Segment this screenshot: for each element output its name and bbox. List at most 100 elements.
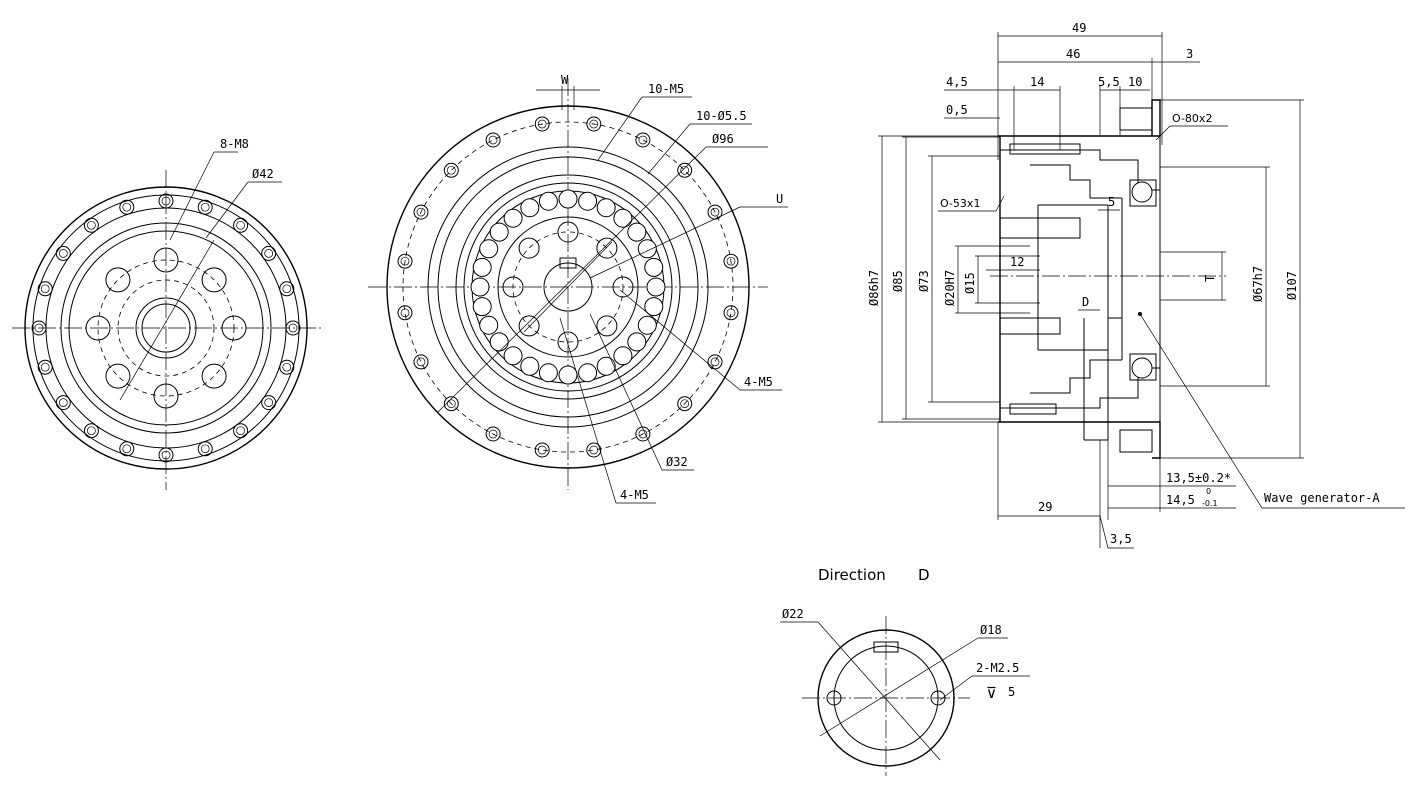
- bolt-hole-inner: [58, 249, 68, 258]
- dim-14: 14: [1030, 75, 1044, 89]
- inner-hole: [596, 237, 618, 259]
- dim-14-5: 14,5: [1166, 493, 1195, 507]
- dia-86h7: Ø86h7: [867, 270, 881, 306]
- label-4-m5-bottom: 4-M5: [620, 488, 649, 502]
- label-w: W: [561, 73, 569, 87]
- bolt-hole-inner: [40, 362, 50, 372]
- mounting-hole: [485, 426, 501, 442]
- bearing-roller: [520, 356, 540, 376]
- mounting-hole-inner: [589, 119, 599, 129]
- mounting-hole: [635, 132, 651, 148]
- label-t: T: [1203, 275, 1217, 282]
- dia-107: Ø107: [1285, 271, 1299, 300]
- dim-12: 12: [1010, 255, 1024, 269]
- dim-46: 46: [1066, 47, 1080, 61]
- depth-value: 5: [1008, 685, 1015, 699]
- dim-3-5: 3,5: [1110, 532, 1132, 546]
- bolt-hole-inner: [288, 323, 298, 333]
- mounting-hole: [677, 396, 693, 412]
- mounting-hole-inner: [638, 135, 648, 145]
- direction-d-view: Direction D Ø22 Ø18 2-M2.5 ⊽ 5: [780, 566, 1030, 776]
- bearing-roller: [646, 277, 666, 297]
- mounting-hole: [707, 354, 723, 370]
- inner-hole: [502, 276, 524, 298]
- direction-arrow-letter: D: [918, 566, 930, 584]
- middle-front-view: W 10-M5 10-Ø5.5 Ø96 U 4-M5 Ø32 4-M5: [368, 73, 788, 504]
- dia-85: Ø85: [891, 270, 905, 292]
- dim-5-5: 5,5: [1098, 75, 1120, 89]
- bearing-roller: [627, 222, 647, 242]
- label-diameter-96: Ø96: [712, 132, 734, 146]
- m8-hole: [105, 363, 131, 389]
- inner-hole: [518, 315, 540, 337]
- bearing-roller: [578, 363, 598, 383]
- mounting-hole-inner: [638, 429, 648, 439]
- bolt-hole: [233, 217, 249, 233]
- mounting-hole: [534, 116, 550, 132]
- mounting-hole-inner: [710, 207, 720, 217]
- bearing-roller: [613, 346, 633, 366]
- label-2-m2-5: 2-M2.5: [976, 661, 1019, 675]
- inner-hole: [557, 221, 579, 243]
- tol-lower: -0.1: [1202, 499, 1218, 508]
- bolt-hole: [279, 281, 295, 297]
- dim-4-5: 4,5: [946, 75, 968, 89]
- m8-hole: [85, 315, 111, 341]
- bolt-hole-inner: [40, 284, 50, 294]
- label-8-m8: 8-M8: [220, 137, 249, 151]
- dia-20h7: Ø20H7: [943, 270, 957, 306]
- mounting-hole-inner: [400, 308, 410, 318]
- bolt-hole-inner: [264, 249, 274, 258]
- bolt-hole-inner: [87, 426, 96, 436]
- mounting-hole: [413, 354, 429, 370]
- bearing-roller: [558, 365, 578, 385]
- mounting-hole: [443, 396, 459, 412]
- bolt-hole: [279, 359, 295, 375]
- bearing-roller: [596, 198, 616, 218]
- bolt-hole-inner: [236, 426, 245, 436]
- section-view: 49 46 3 4,5 14 5,5 10 0,5 Ø86h7 Ø85 Ø73 …: [867, 21, 1405, 549]
- bearing-roller: [472, 257, 492, 277]
- m8-hole: [105, 267, 131, 293]
- bearing-roller: [472, 297, 492, 317]
- dia-73: Ø73: [917, 270, 931, 292]
- dia-22: Ø22: [782, 607, 804, 621]
- bolt-hole-inner: [282, 362, 292, 372]
- mounting-hole-inner: [680, 165, 690, 175]
- m8-hole: [153, 247, 179, 273]
- mounting-hole-inner: [726, 308, 736, 318]
- mounting-hole-inner: [446, 165, 456, 175]
- dia-15: Ø15: [963, 272, 977, 294]
- dim-13-5: 13,5±0.2*: [1166, 471, 1231, 485]
- bearing-roller: [520, 198, 540, 218]
- mounting-hole: [443, 162, 459, 178]
- bolt-hole-inner: [161, 196, 171, 206]
- mounting-hole-inner: [488, 135, 498, 145]
- dia-18: Ø18: [980, 623, 1002, 637]
- m8-hole: [153, 383, 179, 409]
- bolt-hole: [119, 441, 135, 457]
- mounting-hole: [677, 162, 693, 178]
- dim-3: 3: [1186, 47, 1193, 61]
- label-u: U: [776, 192, 783, 206]
- mounting-hole-inner: [416, 357, 426, 367]
- bearing-roller: [489, 332, 509, 352]
- bearing-roller: [479, 239, 499, 259]
- bolt-hole: [158, 193, 174, 209]
- bolt-hole: [197, 199, 213, 215]
- mounting-hole-inner: [446, 399, 456, 409]
- oring-53x1: O-53x1: [940, 197, 980, 210]
- bearing-roller: [479, 315, 499, 335]
- bolt-hole: [197, 441, 213, 457]
- mounting-hole-inner: [589, 445, 599, 455]
- oring-80x2: O-80x2: [1172, 112, 1212, 125]
- bolt-hole: [119, 199, 135, 215]
- bolt-hole-inner: [34, 323, 44, 333]
- bolt-hole-inner: [122, 202, 132, 212]
- m8-hole: [201, 363, 227, 389]
- dim-49: 49: [1072, 21, 1086, 35]
- bolt-hole-inner: [161, 450, 171, 460]
- bolt-hole: [83, 423, 99, 439]
